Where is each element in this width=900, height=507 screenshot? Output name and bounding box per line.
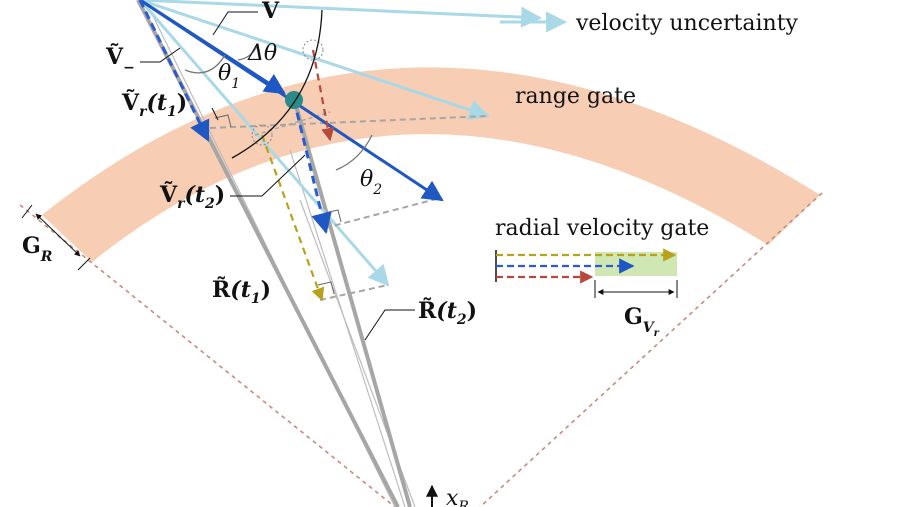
R-t1-label: R̃(t1) xyxy=(212,277,271,307)
legend-uncertainty-label: velocity uncertainty xyxy=(575,11,799,36)
velocity-arrow-V-upper xyxy=(139,0,286,95)
V-leader xyxy=(212,11,258,36)
projection-dash-2 xyxy=(324,197,441,229)
R-t1-paren: (t xyxy=(230,277,251,303)
theta1-arc xyxy=(184,54,226,74)
theta2-sub: 2 xyxy=(372,182,382,198)
Vr-t2-r: r xyxy=(177,196,186,212)
theta2-label: θ2 xyxy=(360,167,382,198)
right-angle-1 xyxy=(214,114,232,128)
delta-theta-label: Δθ xyxy=(247,41,277,66)
radial-velocity-gate-inset xyxy=(495,248,678,298)
projection-dash-3 xyxy=(319,284,389,301)
GVr-sub: V xyxy=(643,320,656,336)
Vr-t1-V: Ṽ xyxy=(121,89,140,116)
Vr-t1-label: Ṽr(t1) xyxy=(121,89,187,120)
Vr-t1-r: r xyxy=(139,104,148,120)
V-minus-label: Ṽ− xyxy=(105,43,135,76)
radial-velocity-gate-label: radial velocity gate xyxy=(495,216,709,241)
Vr-t2-close: ) xyxy=(215,182,225,208)
Vr-t1-sub: 1 xyxy=(167,104,177,120)
xR-x: x xyxy=(446,486,459,507)
Vr-t1-close: ) xyxy=(177,90,187,116)
GVr-subsub: r xyxy=(654,328,660,339)
radial-velocity-olive xyxy=(260,134,325,302)
range-gate-band xyxy=(42,67,820,262)
R-t2-sub: 2 xyxy=(456,312,467,328)
Vr-t2-paren: (t xyxy=(184,182,205,208)
V-minus-leader xyxy=(140,47,181,63)
radial-velocity-t2-blue xyxy=(292,99,332,235)
Vr-t2-leader xyxy=(230,154,306,197)
theta1-label: θ1 xyxy=(218,61,240,92)
theta2-main: θ xyxy=(360,167,373,192)
Vr-t2-sub: 2 xyxy=(204,196,215,212)
V-minus-main: Ṽ xyxy=(105,43,124,70)
uncertainty-circle-1 xyxy=(302,39,324,61)
R-t1-R: R̃ xyxy=(212,277,231,303)
GR-dim-2 xyxy=(77,257,91,271)
R-t2-R: R̃ xyxy=(418,298,437,324)
range-line-R-t2 xyxy=(293,101,412,507)
V-label: V xyxy=(261,0,280,24)
R-t2-close: ) xyxy=(467,298,477,324)
theta1-main: θ xyxy=(218,61,231,86)
Vr-t1-leader xyxy=(211,107,219,121)
target-position-dot xyxy=(285,91,303,109)
theta1-sub: 1 xyxy=(231,76,240,92)
GR-label: GR xyxy=(22,233,52,265)
Vr-t2-label: Ṽr(t2) xyxy=(159,181,225,212)
projection-dash-1 xyxy=(209,115,489,129)
GVr-G: G xyxy=(624,304,643,330)
left-boundary-dash xyxy=(19,204,396,507)
GR-G: G xyxy=(22,233,41,259)
R-t1-close: ) xyxy=(261,277,271,303)
Vr-t1-paren: (t xyxy=(146,90,167,116)
right-boundary-dash xyxy=(479,192,823,507)
delta-theta-arc xyxy=(237,43,259,61)
GVr-label: GVr xyxy=(624,304,660,339)
Vr-t2-V: Ṽ xyxy=(159,181,178,208)
GR-dim-1 xyxy=(21,204,33,219)
R-t2-leader xyxy=(364,309,415,341)
right-angle-3 xyxy=(317,281,335,295)
GR-dim-arrow xyxy=(35,213,81,257)
uncertainty-circle-2 xyxy=(251,124,273,146)
uncertainty-arrow-2 xyxy=(138,0,390,287)
range-arc xyxy=(231,9,323,159)
V-minus-sub: − xyxy=(123,60,135,76)
radial-velocity-red xyxy=(311,49,335,142)
GR-sub: R xyxy=(40,249,53,265)
uncertainty-arrow-3 xyxy=(139,0,543,28)
R-t1-sub: 1 xyxy=(251,291,261,307)
theta2-arc xyxy=(335,134,373,171)
range-gate-label: range gate xyxy=(515,84,636,109)
xR-sub: R xyxy=(457,499,469,507)
xR-label: xR xyxy=(446,486,469,507)
R-t2-paren: (t xyxy=(436,298,457,324)
R-t2-label: R̃(t2) xyxy=(418,298,477,328)
